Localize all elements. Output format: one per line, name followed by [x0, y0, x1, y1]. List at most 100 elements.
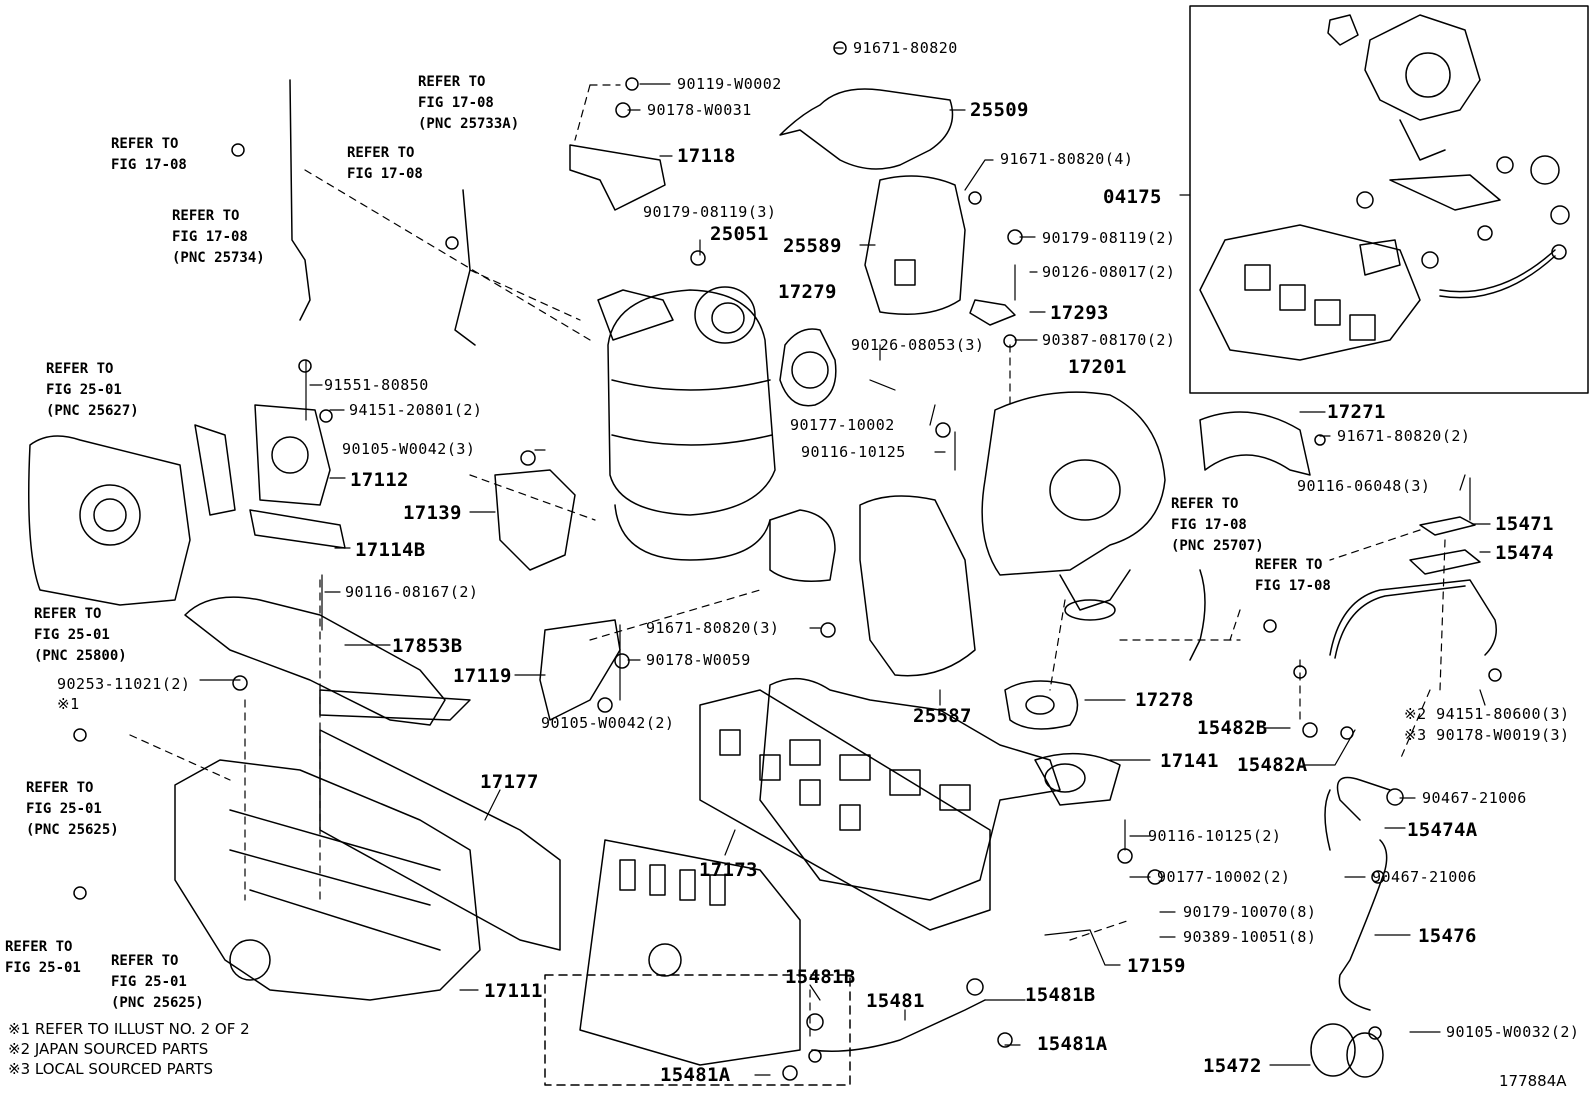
- oil-pipe-15481: [811, 999, 986, 1052]
- engine-block: [544, 839, 851, 1086]
- part-label: 17279: [778, 281, 837, 303]
- gasket-17279: [779, 328, 837, 407]
- part-label: 15482B: [1197, 717, 1268, 739]
- part-label: 17173: [699, 859, 758, 881]
- part-label: 90116-06048(3): [1297, 477, 1431, 495]
- exhaust-manifold: [759, 677, 1121, 901]
- part-label: 90116-10125(2): [1148, 827, 1282, 845]
- part-label: 17111: [484, 980, 543, 1002]
- part-label: 15481A: [1037, 1033, 1108, 1055]
- inset-turbo-assembly: [1199, 14, 1570, 361]
- part-label: 25051: [710, 223, 769, 245]
- part-label: 25587: [913, 705, 972, 727]
- bracket-17118: [569, 144, 666, 211]
- part-label: 15481A: [660, 1064, 731, 1086]
- part-label: 90178-W0059: [646, 651, 751, 669]
- part-label: 90177-10002: [790, 416, 895, 434]
- part-label: 15481B: [1025, 984, 1096, 1006]
- part-label: 91671-80820: [853, 39, 958, 57]
- part-label: 17177: [480, 771, 539, 793]
- bracket-17139: [494, 469, 576, 571]
- part-label: ※3 90178-W0019(3): [1404, 726, 1570, 744]
- part-label: 17139: [403, 502, 462, 524]
- part-label: 17278: [1135, 689, 1194, 711]
- part-label: ※2 94151-80600(3): [1404, 705, 1570, 723]
- inset-frame: [1189, 5, 1589, 394]
- part-label: 90389-10051(8): [1183, 928, 1317, 946]
- footnote-2: ※2 JAPAN SOURCED PARTS: [8, 1040, 209, 1058]
- part-label: 90105-W0042(3): [342, 440, 476, 458]
- part-label: 15476: [1418, 925, 1477, 947]
- part-label: 90126-08017(2): [1042, 263, 1176, 281]
- part-label: 90179-08119(2): [1042, 229, 1176, 247]
- heat-insulator-25587: [859, 495, 976, 677]
- part-label: 90116-08167(2): [345, 583, 479, 601]
- part-label: 90467-21006: [1422, 789, 1527, 807]
- studs: [305, 264, 1471, 936]
- oil-pipes: [1310, 516, 1497, 1078]
- part-label: 17114B: [355, 539, 426, 561]
- part-label: 90467-21006: [1372, 868, 1477, 886]
- part-label: 90116-10125: [801, 443, 906, 461]
- part-label: 15481B: [785, 966, 856, 988]
- part-label: 91551-80850: [324, 376, 429, 394]
- part-label: 90179-10070(8): [1183, 903, 1317, 921]
- heat-insulator-25509: [779, 88, 954, 170]
- part-label: 17118: [677, 145, 736, 167]
- footnote-1: ※1 REFER TO ILLUST NO. 2 OF 2: [8, 1020, 250, 1038]
- catalytic-converter: [597, 286, 836, 582]
- part-label: 17119: [453, 665, 512, 687]
- figure-id: 177884A: [1499, 1072, 1567, 1090]
- shield-17271: [1199, 411, 1311, 476]
- gasket-17114b: [249, 509, 346, 549]
- part-label: 04175: [1103, 186, 1162, 208]
- part-label: 90178-W0031: [647, 101, 752, 119]
- part-label: 90126-08053(3): [851, 336, 985, 354]
- left-sensor-wire: [289, 79, 311, 321]
- footnote-3: ※3 LOCAL SOURCED PARTS: [8, 1060, 213, 1078]
- part-label: 15482A: [1237, 754, 1308, 776]
- plate-17293: [969, 299, 1016, 326]
- footnote-marker: ※1: [57, 695, 80, 713]
- flange-17112: [254, 404, 331, 506]
- center-sensor-wire: [454, 189, 476, 346]
- part-label: 17853B: [392, 635, 463, 657]
- part-label: 15471: [1495, 513, 1554, 535]
- part-label: 17293: [1050, 302, 1109, 324]
- part-label: 90179-08119(3): [643, 203, 777, 221]
- turbocharger: [981, 391, 1311, 621]
- part-label: 90253-11021(2): [57, 675, 191, 693]
- part-label: 17201: [1068, 356, 1127, 378]
- part-label: 15481: [866, 990, 925, 1012]
- part-label: 17141: [1160, 750, 1219, 772]
- intake-manifold: [174, 689, 481, 1001]
- heat-insulator-25589: [864, 175, 966, 316]
- part-label: 17112: [350, 469, 409, 491]
- part-label: 90105-W0032(2): [1446, 1023, 1580, 1041]
- gasket-left: [194, 424, 236, 516]
- part-label: 91671-80820(2): [1337, 427, 1471, 445]
- part-label: 15474: [1495, 542, 1554, 564]
- insulator-17853b: [184, 596, 446, 726]
- bracket-17119: [539, 619, 621, 721]
- part-label: 17271: [1327, 401, 1386, 423]
- part-label: 25589: [783, 235, 842, 257]
- part-label: 15474A: [1407, 819, 1478, 841]
- part-label: 90119-W0002: [677, 75, 782, 93]
- part-label: 91671-80820(3): [646, 619, 780, 637]
- part-label: 90105-W0042(2): [541, 714, 675, 732]
- part-label: 94151-20801(2): [349, 401, 483, 419]
- gasket-17278: [1004, 680, 1079, 730]
